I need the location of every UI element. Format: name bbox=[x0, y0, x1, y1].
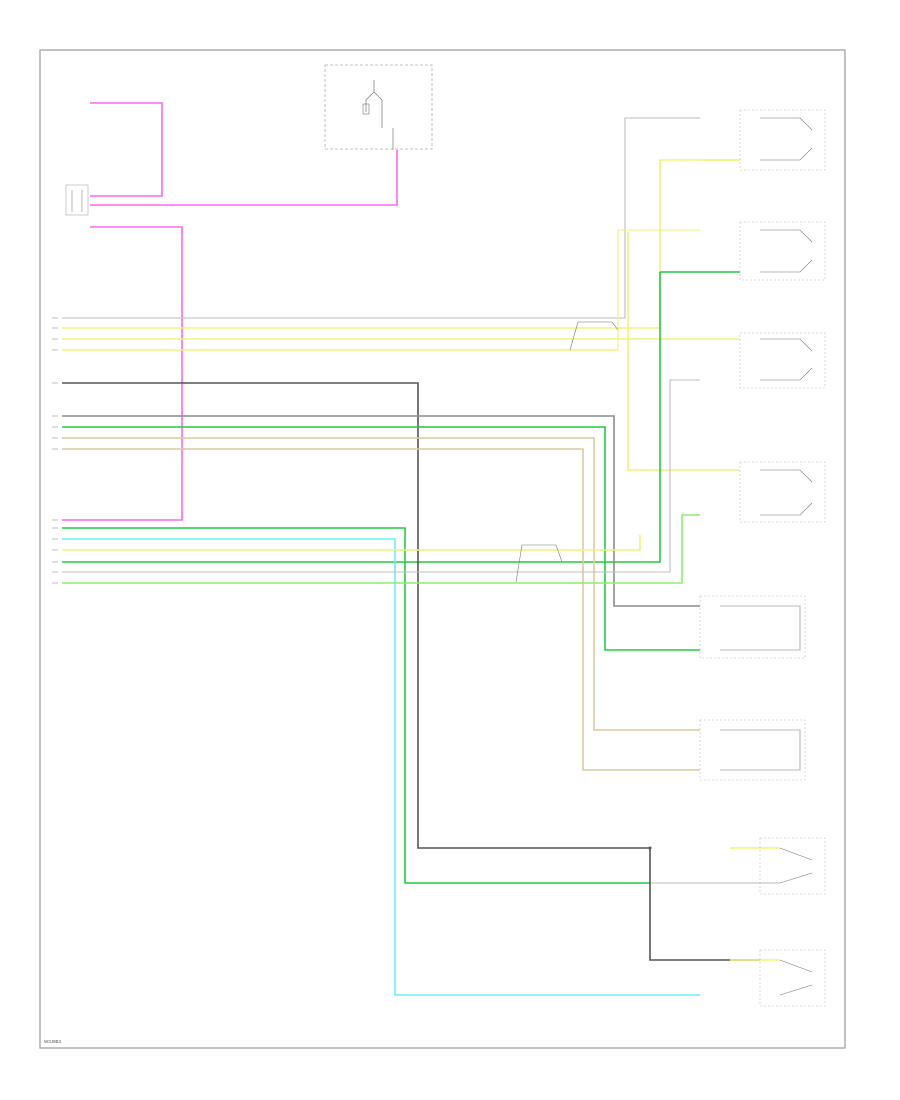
pin-markers bbox=[52, 317, 58, 584]
sensor-1 bbox=[699, 595, 806, 659]
diagram-code: W3J9B3 bbox=[44, 1039, 62, 1044]
switch-2 bbox=[739, 221, 826, 281]
switch-3 bbox=[739, 332, 826, 389]
left-connector-block bbox=[65, 184, 89, 216]
switch-1 bbox=[739, 109, 826, 171]
wires bbox=[62, 102, 780, 996]
diagram-frame bbox=[39, 49, 846, 1049]
splices bbox=[515, 321, 652, 850]
switch-4 bbox=[739, 461, 826, 523]
switch-5 bbox=[650, 837, 826, 895]
switch-6 bbox=[759, 949, 826, 1007]
fuse-block-top bbox=[324, 64, 433, 150]
sensor-2 bbox=[699, 719, 806, 781]
